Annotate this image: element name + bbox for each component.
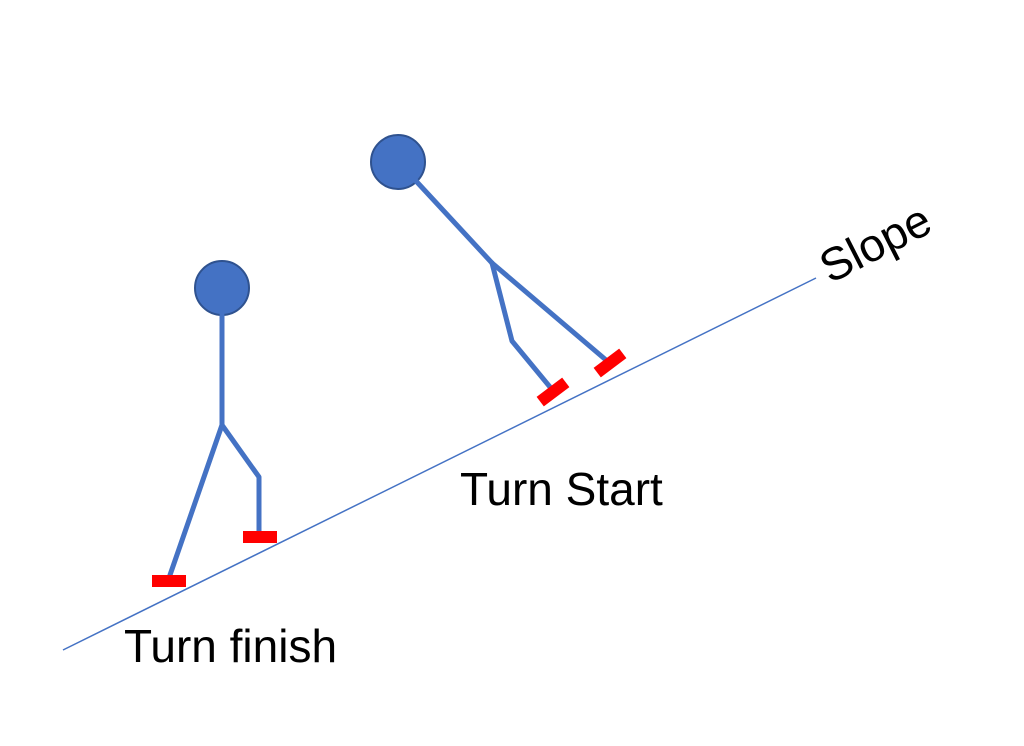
turn-start-figure (370, 134, 627, 407)
turn-finish-figure (152, 260, 277, 587)
turn-finish-label: Turn finish (124, 620, 337, 672)
turn-finish-inner-leg (219, 422, 262, 535)
slope-line (62, 277, 817, 651)
turn-start-inner-leg (489, 260, 553, 390)
turn-finish-ski-outer (152, 575, 186, 587)
turn-start-head (370, 134, 426, 190)
turn-start-ski-outer (593, 348, 627, 378)
turn-finish-outer-leg (167, 422, 225, 578)
turn-start-body (413, 178, 495, 266)
turn-start-label: Turn Start (460, 463, 663, 515)
slope-label: Slope (811, 193, 939, 293)
turn-start-ski-inner (536, 377, 570, 407)
turn-finish-ski-inner (243, 531, 277, 543)
turn-start-outer-leg (489, 260, 609, 363)
turn-finish-head (194, 260, 250, 316)
